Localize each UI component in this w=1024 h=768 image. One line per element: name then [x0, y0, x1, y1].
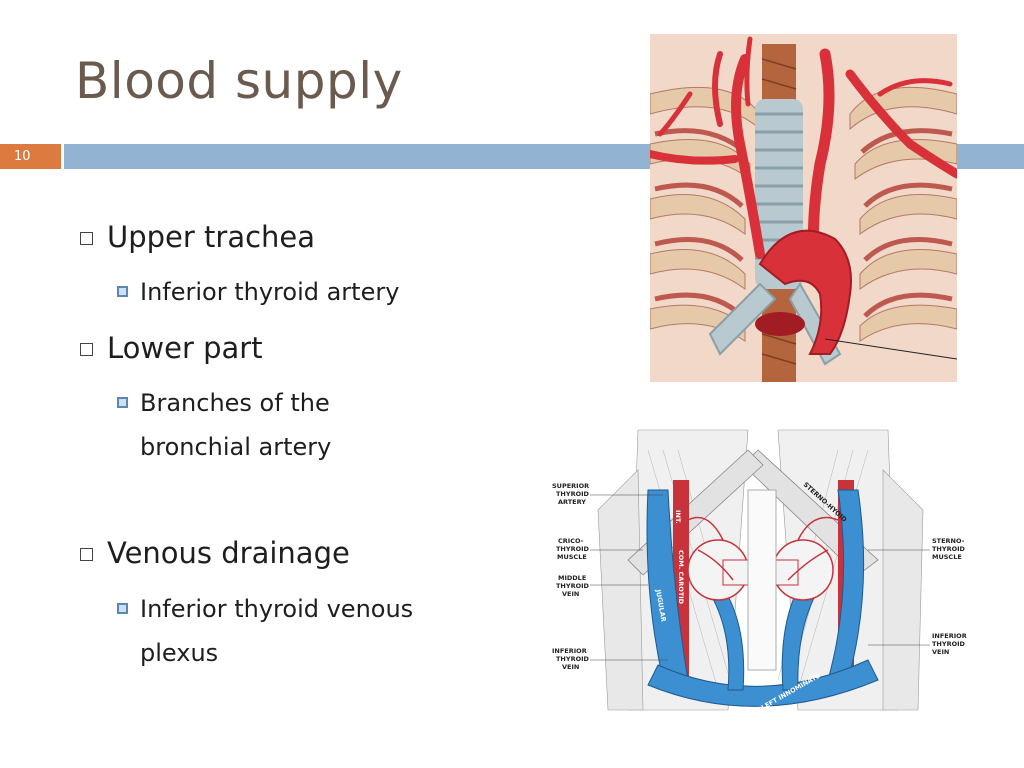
label-inferior-thyroid-vein-right: INFERIOR — [932, 632, 967, 640]
thyroid-vessels-illustration: SUPERIOR THYROID ARTERY CRICO- THYROID M… — [548, 410, 973, 725]
bullet-label: Lower part — [107, 331, 263, 365]
label-crico-thyroid-muscle: CRICO- — [558, 537, 584, 545]
svg-text:THYROID: THYROID — [556, 490, 590, 498]
svg-text:THYROID: THYROID — [556, 655, 590, 663]
filled-square-bullet-icon — [117, 603, 128, 614]
svg-text:MUSCLE: MUSCLE — [557, 553, 587, 561]
svg-text:THYROID: THYROID — [932, 640, 966, 648]
label-middle-thyroid-vein: MIDDLE — [558, 574, 586, 582]
svg-text:VEIN: VEIN — [562, 663, 579, 671]
sub-bullet-inferior-thyroid-artery: Inferior thyroid artery — [117, 270, 399, 314]
sub-bullet-label: Inferior thyroid artery — [140, 278, 400, 306]
label-superior-thyroid-artery-1: SUPERIOR — [552, 482, 589, 490]
slide-title: Blood supply — [75, 52, 403, 110]
svg-text:THYROID: THYROID — [932, 545, 966, 553]
bullet-label: Upper trachea — [107, 220, 316, 254]
square-bullet-icon — [80, 231, 93, 245]
sub-bullet-inferior-thyroid-venous-plexus: Inferior thyroid venous plexus — [117, 587, 413, 675]
label-inferior-thyroid-vein-left: INFERIOR — [552, 647, 587, 655]
label-sterno-thyroid-muscle: STERNO- — [932, 537, 965, 545]
svg-text:THYROID: THYROID — [556, 582, 590, 590]
bullet-upper-trachea: Upper trachea — [80, 220, 315, 254]
aortic-arch-illustration — [650, 34, 957, 382]
bullet-label: Venous drainage — [107, 536, 350, 570]
svg-text:VEIN: VEIN — [562, 590, 579, 598]
filled-square-bullet-icon — [117, 397, 128, 408]
svg-text:VEIN: VEIN — [932, 648, 949, 656]
svg-text:THYROID: THYROID — [556, 545, 590, 553]
svg-text:MUSCLE: MUSCLE — [932, 553, 962, 561]
sub-bullet-label: Branches of the bronchial artery — [140, 389, 332, 461]
label-int: INT. — [674, 510, 682, 524]
sub-bullet-bronchial-artery: Branches of the bronchial artery — [117, 381, 331, 469]
square-bullet-icon — [80, 547, 93, 561]
slide-number: 10 — [0, 144, 61, 169]
bullet-venous-drainage: Venous drainage — [80, 536, 350, 570]
sub-bullet-label: Inferior thyroid venous plexus — [140, 595, 414, 667]
svg-text:ARTERY: ARTERY — [558, 498, 586, 506]
square-bullet-icon — [80, 342, 93, 356]
filled-square-bullet-icon — [117, 286, 128, 297]
label-com-carotid: COM. CAROTID — [677, 550, 685, 605]
bullet-lower-part: Lower part — [80, 331, 263, 365]
